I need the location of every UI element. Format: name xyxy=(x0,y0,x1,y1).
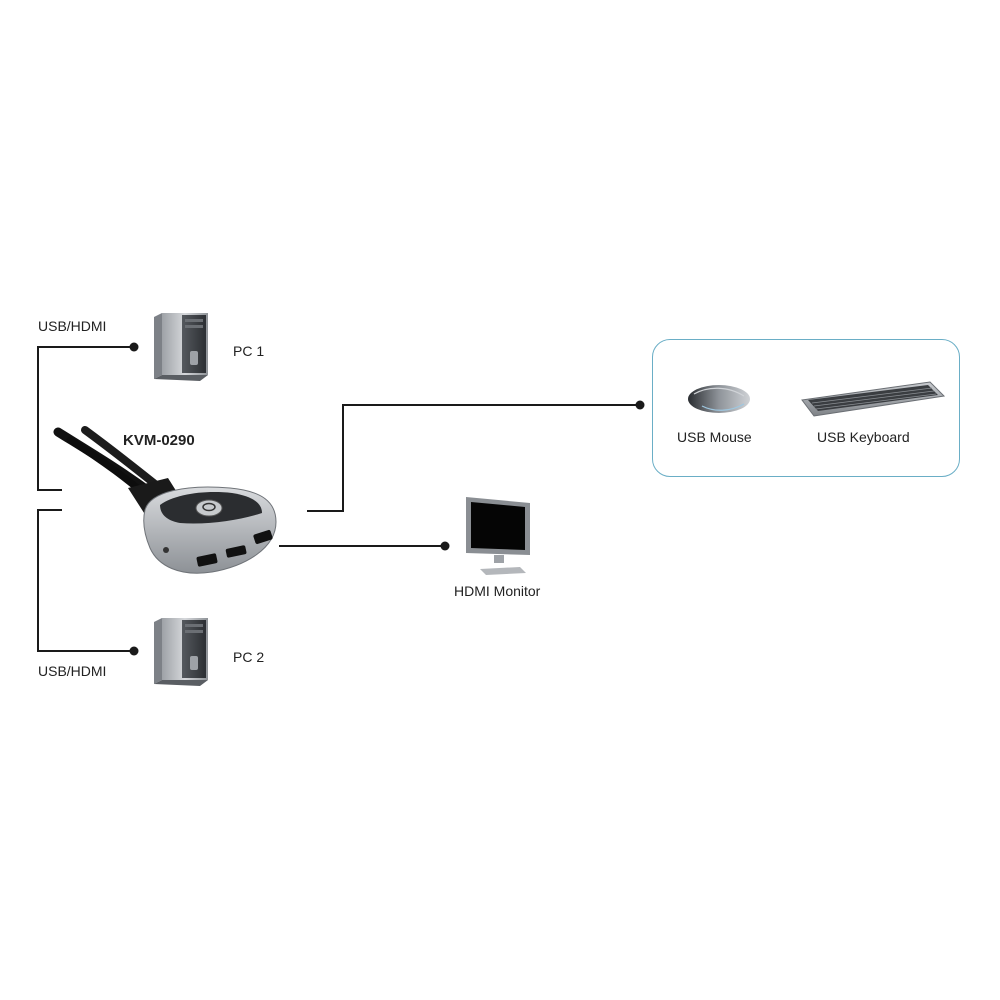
pc1-connection-dot xyxy=(129,342,139,352)
kvm-switch-icon xyxy=(53,426,277,574)
monitor-label: HDMI Monitor xyxy=(454,583,541,599)
pc1-cable-line xyxy=(37,346,134,491)
pc2-connection-dot xyxy=(129,646,139,656)
monitor-connection-dot xyxy=(440,541,450,551)
usb-peripheral-line xyxy=(307,404,640,512)
connection-lines xyxy=(37,346,640,652)
keyboard-label: USB Keyboard xyxy=(817,429,910,445)
peripheral-connection-dot xyxy=(635,400,645,410)
pc2-label: PC 2 xyxy=(233,649,265,665)
mouse-label: USB Mouse xyxy=(677,429,752,445)
connection-dots xyxy=(129,342,645,656)
pc1-label: PC 1 xyxy=(233,343,265,359)
keyboard-icon xyxy=(801,381,946,417)
pc2-tower-icon xyxy=(154,618,208,686)
pc2-cable-line xyxy=(37,509,134,652)
pc1-tower-icon xyxy=(154,313,208,381)
mouse-icon xyxy=(688,385,750,413)
kvm-model-label: KVM-0290 xyxy=(123,432,195,449)
peripheral-group-box xyxy=(652,339,960,477)
monitor-icon xyxy=(466,497,530,575)
pc1-cable-label: USB/HDMI xyxy=(38,318,107,334)
pc2-cable-label: USB/HDMI xyxy=(38,663,107,679)
